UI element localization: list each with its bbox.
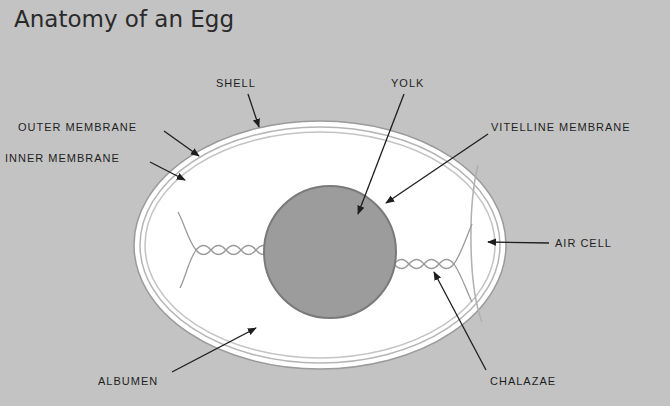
chalaza-strand <box>454 264 472 302</box>
leader-line <box>172 328 256 372</box>
leader-line <box>248 94 259 127</box>
chalaza-cord <box>196 246 271 255</box>
chalaza-strand <box>180 250 196 288</box>
chalazae-right <box>394 224 472 302</box>
air-cell <box>471 165 482 322</box>
leader-line <box>488 242 549 243</box>
leader-line <box>386 134 488 203</box>
leader-line <box>164 131 199 156</box>
diagram-title: Anatomy of an Egg <box>14 6 234 32</box>
yolk <box>264 186 396 318</box>
part-label: SHELL <box>216 77 256 90</box>
outer-membrane <box>140 127 500 363</box>
chalaza-strand <box>178 212 196 250</box>
inner-membrane <box>145 132 495 358</box>
part-label: AIR CELL <box>555 237 612 250</box>
egg-shell <box>134 121 506 369</box>
leader-line <box>434 272 486 370</box>
part-label: OUTER MEMBRANE <box>18 121 137 134</box>
part-label: VITELLINE MEMBRANE <box>491 121 631 134</box>
part-label: INNER MEMBRANE <box>5 152 120 165</box>
chalaza-cord <box>196 246 271 255</box>
part-label: CHALAZAE <box>490 375 556 388</box>
part-label: YOLK <box>391 77 424 90</box>
chalazae-left <box>178 212 271 288</box>
leader-line <box>150 162 185 180</box>
chalaza-cord <box>394 260 454 269</box>
part-label: ALBUMEN <box>98 375 158 388</box>
chalaza-cord <box>394 260 454 269</box>
chalaza-strand <box>454 224 472 264</box>
